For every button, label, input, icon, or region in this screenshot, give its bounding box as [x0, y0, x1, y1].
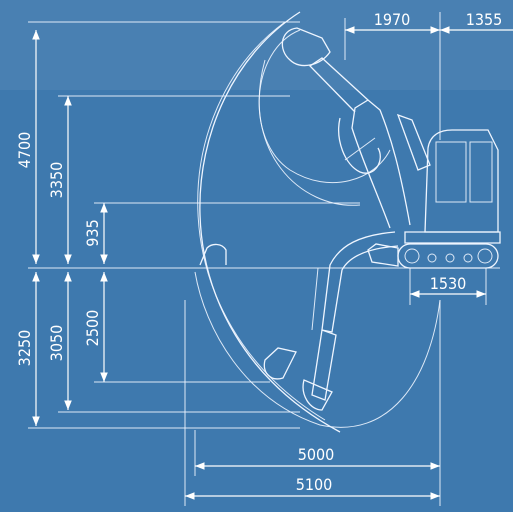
excavator-body [367, 129, 501, 269]
dimension-lines [28, 12, 513, 506]
bucket-raised [338, 117, 381, 174]
excavator-upper-arm [308, 57, 431, 229]
working-range-envelope [28, 11, 500, 433]
cab-window-front [435, 141, 467, 203]
label-3250: 3250 [15, 330, 34, 367]
cab [424, 129, 499, 233]
mid-envelope [258, 59, 361, 206]
stick-lowered [311, 329, 337, 401]
stick-raised [308, 57, 369, 113]
label-4700: 4700 [15, 132, 34, 169]
dimension-labels: 1970 1355 1530 5000 5100 4700 3250 3350 … [15, 10, 502, 494]
label-3350: 3350 [47, 162, 66, 199]
background-tint [0, 0, 513, 90]
max-reach-arc [199, 11, 341, 433]
track-rollers [404, 248, 493, 264]
boom-lowered [321, 231, 399, 333]
label-3050: 3050 [47, 325, 66, 362]
upper-envelope [258, 29, 391, 184]
bucket-ground-icon [199, 243, 227, 266]
bucket-top-icon [281, 27, 331, 67]
depth-envelope [194, 271, 441, 428]
label-935: 935 [83, 219, 102, 246]
label-1530: 1530 [430, 274, 467, 293]
dozer-blade [367, 243, 399, 267]
label-5000: 5000 [298, 445, 335, 464]
boom-raised [351, 99, 411, 229]
bucket-symbols [199, 27, 331, 380]
label-5100: 5100 [296, 475, 333, 494]
link-raised [344, 137, 376, 161]
label-2500: 2500 [83, 310, 102, 347]
label-1970: 1970 [374, 10, 411, 29]
bucket-lowered [302, 379, 333, 411]
cylinder-raised [396, 113, 431, 171]
upper-frame [404, 231, 501, 244]
cab-window-side [469, 141, 493, 203]
cylinder-lowered [311, 267, 319, 331]
excavator-lower-arm [302, 231, 399, 411]
bucket-depth-icon [263, 347, 297, 380]
label-1355: 1355 [466, 10, 503, 29]
